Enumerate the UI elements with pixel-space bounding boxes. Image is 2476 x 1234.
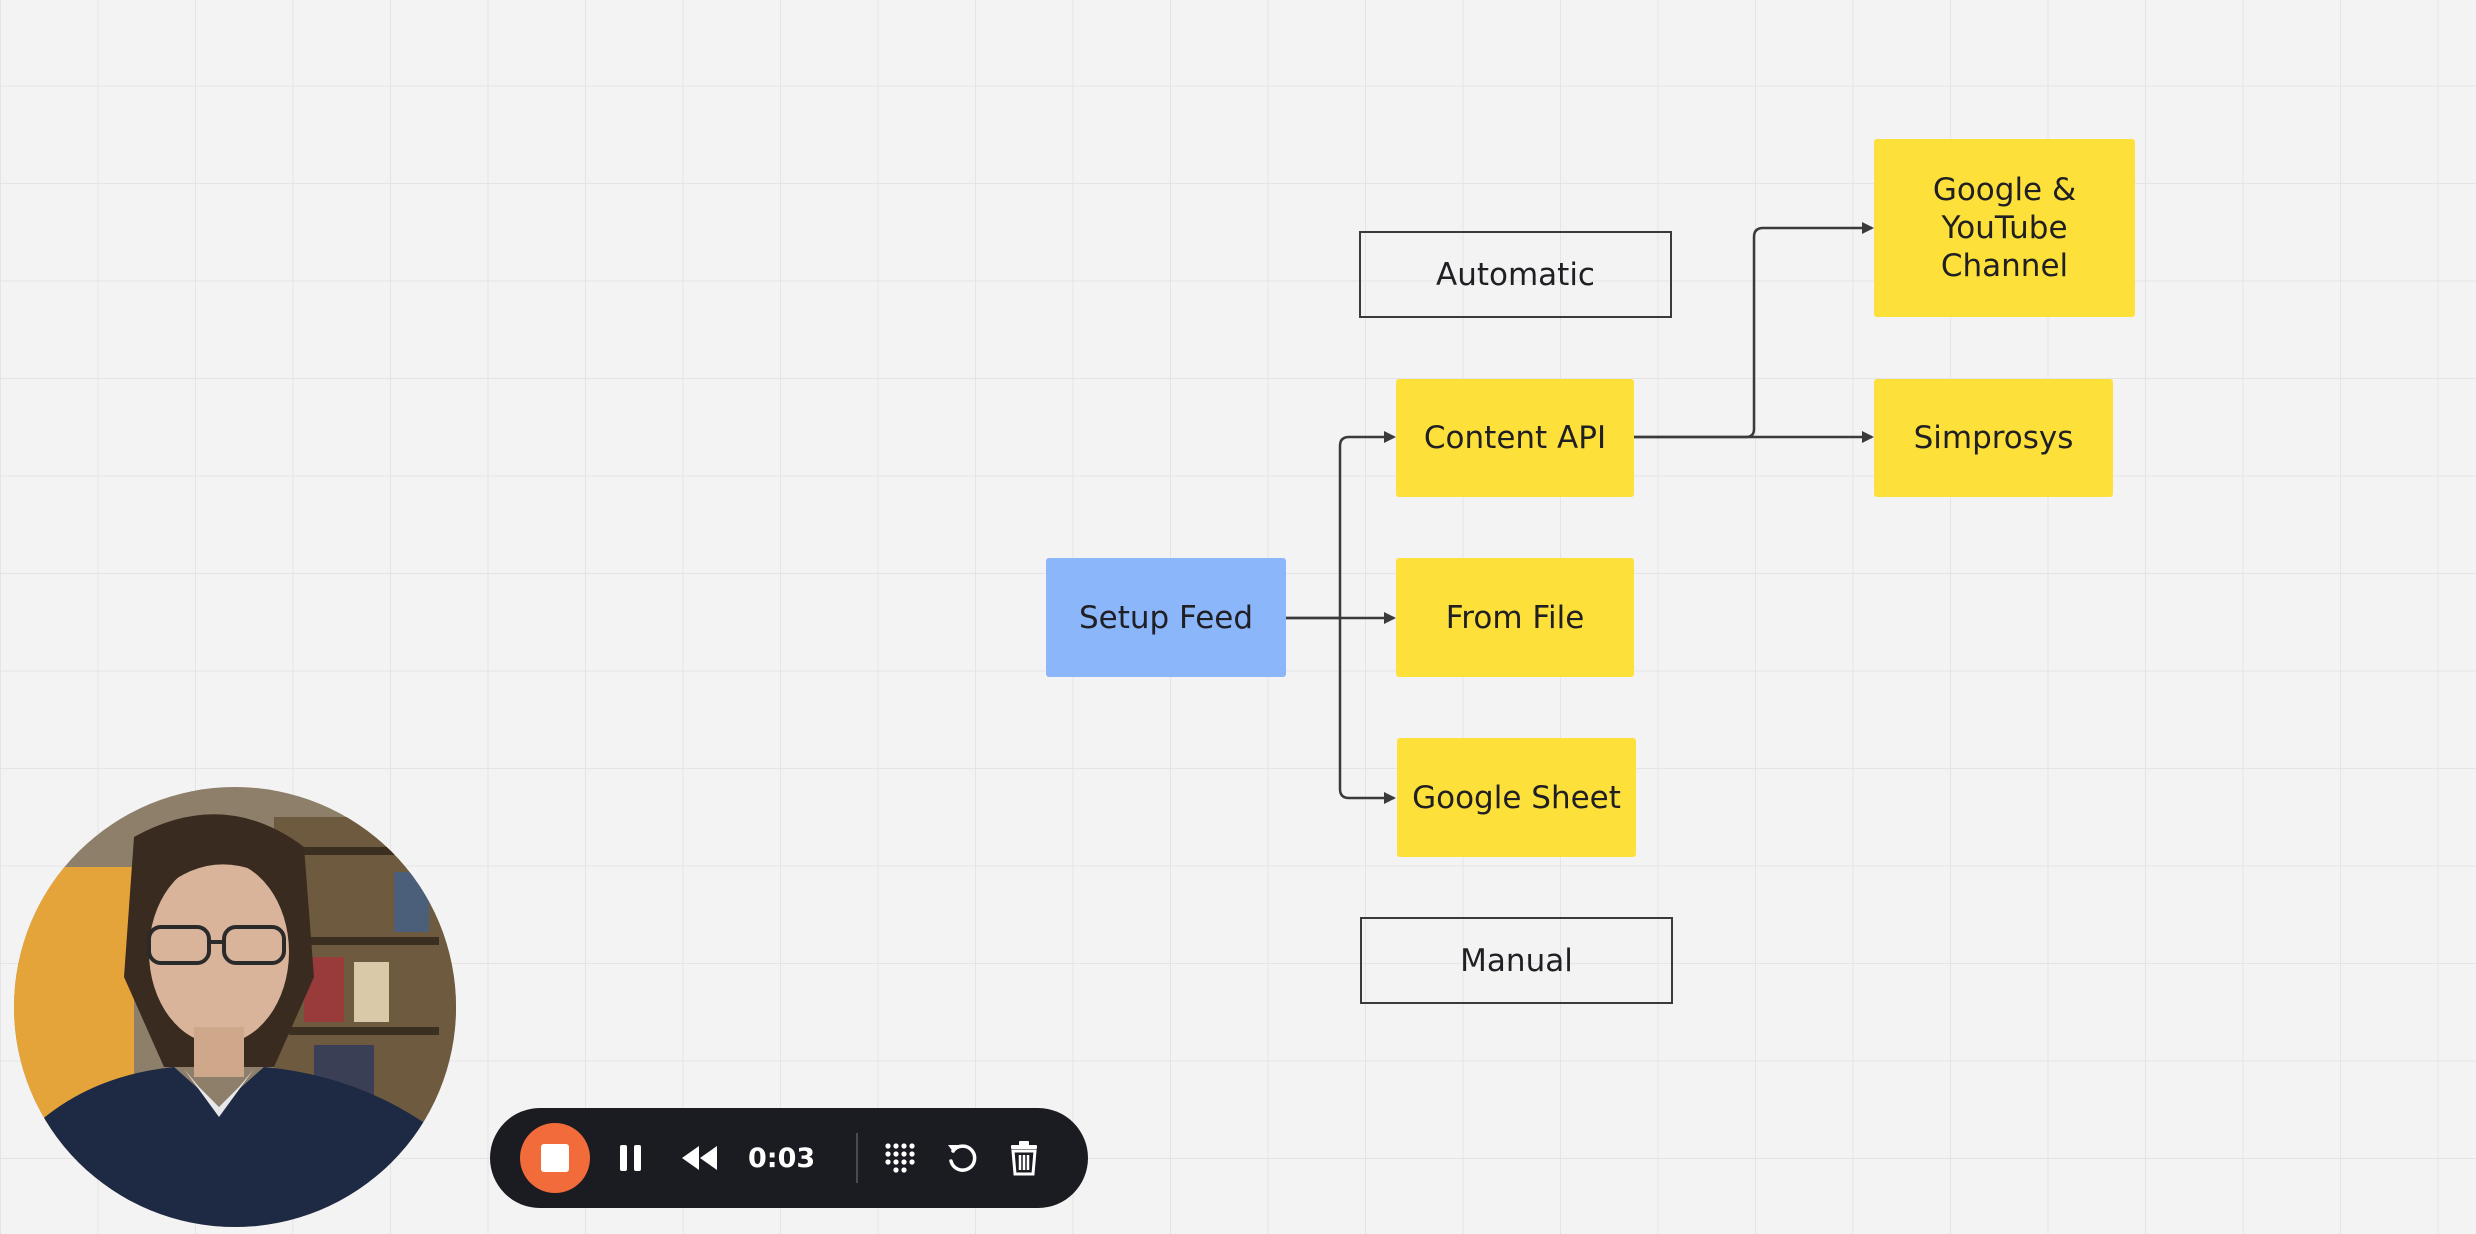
delete-recording-button[interactable] [1004, 1123, 1044, 1193]
recording-toolbar: 0:03 [490, 1108, 1088, 1208]
toolbar-divider [856, 1133, 858, 1183]
restart-button[interactable] [942, 1123, 982, 1193]
simprosys-node[interactable]: Simprosys [1874, 379, 2113, 497]
connector-setup-to-content-api [1286, 431, 1396, 620]
setup-feed-text: Setup Feed [1078, 599, 1254, 636]
automatic-label-box[interactable]: Automatic [1359, 231, 1672, 318]
connector-setup-to-google-sheet [1338, 618, 1396, 804]
grid-icon [885, 1143, 915, 1173]
connector-content-api-to-google-youtube [1634, 222, 1874, 439]
google-youtube-channel-text: Google & YouTube Channel [1932, 172, 2077, 284]
manual-text: Manual [1460, 942, 1573, 979]
stop-recording-button[interactable] [520, 1123, 590, 1193]
rewind-icon [682, 1146, 717, 1170]
google-youtube-channel-node[interactable]: Google & YouTube Channel [1874, 139, 2135, 317]
restart-icon [948, 1144, 977, 1172]
grid-menu-button[interactable] [880, 1123, 920, 1193]
automatic-text: Automatic [1436, 256, 1595, 293]
trash-icon [1011, 1141, 1037, 1176]
content-api-node[interactable]: Content API [1396, 379, 1634, 497]
google-sheet-node[interactable]: Google Sheet [1397, 738, 1636, 857]
manual-label-box[interactable]: Manual [1360, 917, 1673, 1004]
from-file-node[interactable]: From File [1396, 558, 1634, 677]
stop-icon [541, 1144, 569, 1172]
rewind-button[interactable] [672, 1123, 728, 1193]
google-sheet-text: Google Sheet [1412, 779, 1621, 816]
pause-icon [620, 1145, 641, 1171]
simprosys-text: Simprosys [1913, 420, 2074, 456]
pause-button[interactable] [608, 1123, 654, 1193]
setup-feed-node[interactable]: Setup Feed [1046, 558, 1286, 677]
recording-timer: 0:03 [748, 1142, 816, 1174]
from-file-text: From File [1445, 599, 1585, 636]
webcam-bubble[interactable] [14, 787, 456, 1227]
content-api-text: Content API [1423, 420, 1607, 456]
presenter-video-image [14, 787, 456, 1227]
